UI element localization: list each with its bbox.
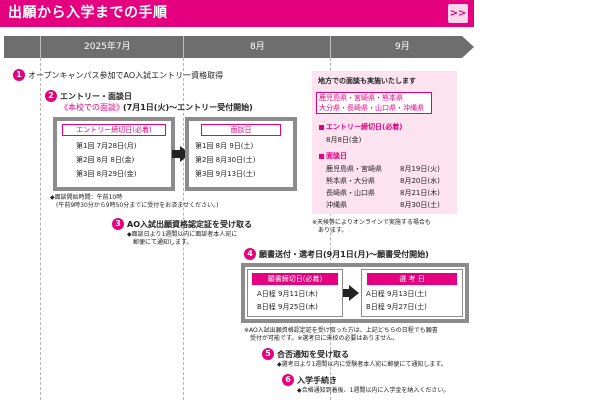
panel-row-place: 沖縄県 — [326, 201, 347, 209]
step2-note: (午前9時30分から9時50分までに受付をお済ませください。) — [56, 202, 219, 209]
step4-title: 願書送付・選考日(9月1日(月)〜願書受付開始) — [259, 250, 429, 259]
panel-row-date: 8月19日(火) — [400, 165, 440, 173]
entry-deadline-row: 第2回 8月 8日(金) — [76, 156, 135, 164]
step5-title: 合否通知を受け取る — [277, 350, 349, 359]
header-bar — [0, 0, 474, 27]
panel-note: あります。 — [318, 227, 348, 234]
timeline-guide — [330, 58, 331, 400]
selection-date-row: B日程 9月27日(土) — [366, 303, 427, 311]
step1-text: オープンキャンパス参加でAO入試エントリー資格取得 — [28, 71, 224, 80]
step2-sub1: 《本校での面談》 — [60, 103, 124, 112]
panel-entry-date: 8月8日(金) — [326, 136, 362, 144]
page-title: 出願から入学までの手順 — [8, 5, 168, 21]
panel-interview-label: 面談日 — [319, 151, 347, 161]
more-button[interactable]: >> — [448, 4, 468, 23]
step5-note: ◆選考日より1週間以内に受験者本人宛に郵便にて通知します。 — [277, 361, 447, 368]
interview-date-row: 第1回 8月 9日(土) — [195, 142, 254, 150]
timeline-bar — [4, 36, 462, 58]
timeline-month-august: 8月 — [250, 42, 265, 52]
step6-note: ◆合格通知到着後、1週間以内に入学金を納入ください。 — [297, 387, 450, 394]
panel-row-date: 8月20日(水) — [400, 177, 440, 185]
panel-title: 地方での面談も実施いたします — [318, 77, 416, 85]
entry-deadline-row: 第3回 8月29日(金) — [76, 170, 137, 178]
arrow-stem — [172, 150, 180, 158]
selection-date-label: 選 考 日 — [367, 273, 457, 285]
arrow-stem — [343, 289, 349, 297]
panel-entry-label: エントリー締切日(必着) — [319, 122, 402, 132]
application-deadline-row: A日程 9月11日(木) — [257, 290, 318, 298]
timeline-separator — [183, 36, 184, 58]
square-bullet-icon — [319, 124, 324, 130]
timeline-separator — [40, 36, 41, 58]
panel-note: ※天候等によりオンラインで実施する場合も — [312, 219, 431, 226]
timeline-arrow-icon — [462, 36, 474, 58]
selection-date-row: A日程 9月13日(土) — [366, 290, 427, 298]
timeline-guide — [40, 58, 41, 400]
step-number-6: 6 — [282, 374, 294, 386]
step-number-5: 5 — [262, 348, 274, 360]
step-number-4: 4 — [244, 248, 256, 260]
panel-row-place: 長崎県・山口県 — [326, 189, 375, 197]
timeline-guide — [183, 58, 184, 400]
interview-date-label: 面談日 — [201, 124, 281, 136]
panel-regions: 鹿児島県・宮崎県・熊本県 — [319, 94, 403, 102]
application-deadline-row: B日程 9月25日(木) — [257, 303, 318, 311]
step2-title: エントリー・面談日 — [60, 92, 132, 101]
arrow-right-icon — [349, 285, 359, 301]
panel-regions-box — [316, 92, 432, 114]
entry-deadline-row: 第1回 7月28日(月) — [76, 142, 137, 150]
timeline-month-september: 9月 — [395, 42, 410, 52]
interview-date-row: 第2回 8月30日(土) — [195, 156, 256, 164]
panel-entry-label-text: エントリー締切日(必着) — [326, 123, 403, 131]
step3-note: 郵便にて通知します。 — [133, 239, 193, 246]
panel-row-date: 8月30日(土) — [400, 201, 440, 209]
step6-title: 入学手続き — [297, 376, 337, 385]
step3-title: AO入試出願資格認定証を受け取る — [127, 220, 252, 229]
step-number-2: 2 — [45, 90, 57, 102]
step4-note: ※AO入試出願資格認定証を受け取った方は、上記どちらの日程でも願書 — [244, 327, 438, 334]
step3-note: ◆面談日より1週間以内に面談者本人宛に — [127, 231, 238, 238]
step-number-3: 3 — [112, 218, 124, 230]
panel-row-place: 熊本県・大分県 — [326, 177, 375, 185]
step4-note: 受付が可能です。※選考日に来校の必要はありません。 — [250, 335, 399, 342]
panel-row-place: 鹿児島県・宮崎県 — [326, 165, 382, 173]
square-bullet-icon — [319, 153, 324, 159]
panel-regions: 大分県・長崎県・山口県・沖縄県 — [319, 104, 424, 112]
step-number-1: 1 — [13, 69, 25, 81]
entry-deadline-label: エントリー締切日(必着) — [62, 124, 166, 136]
timeline-month-july: 2025年7月 — [84, 42, 131, 52]
panel-interview-label-text: 面談日 — [326, 152, 347, 160]
timeline-separator — [330, 36, 331, 58]
step2-sub2: (7月1日(火)〜エントリー受付開始) — [123, 103, 253, 112]
interview-date-row: 第3回 9月13日(土) — [195, 170, 256, 178]
panel-row-date: 8月21日(木) — [400, 189, 440, 197]
application-deadline-label: 願書締切日(必着) — [252, 273, 338, 285]
step2-note: ◆面談開始時間：午前10時 — [50, 194, 123, 201]
